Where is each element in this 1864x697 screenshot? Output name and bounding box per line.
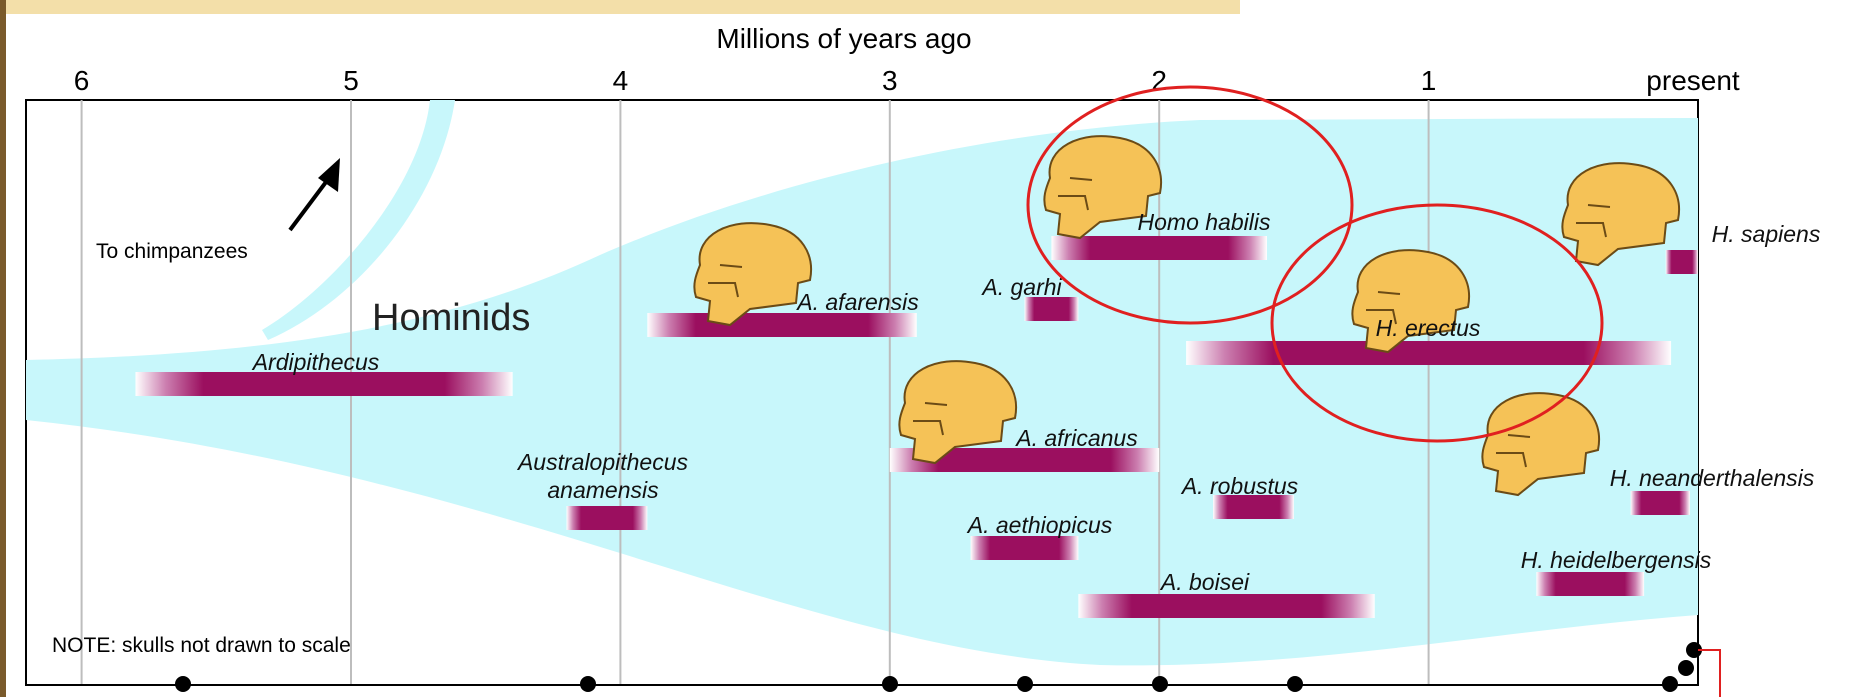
species-label: A. aethiopicus — [966, 512, 1113, 538]
species-label: A. robustus — [1180, 473, 1299, 499]
species-label: Ardipithecus — [251, 349, 380, 375]
species-bar — [1078, 594, 1374, 618]
tick-label: 6 — [74, 65, 90, 96]
species-label-line2: anamensis — [547, 477, 659, 503]
timeline-dot — [1662, 676, 1678, 692]
species-bar — [1631, 491, 1690, 515]
species-bar — [1025, 297, 1079, 321]
timeline-dot — [1678, 660, 1694, 676]
species-bar — [971, 536, 1079, 560]
chimp-label: To chimpanzees — [96, 240, 248, 263]
hominids-label: Hominids — [372, 297, 530, 339]
tick-label: 1 — [1421, 65, 1437, 96]
red-connector — [1698, 650, 1720, 697]
axis-title: Millions of years ago — [716, 23, 971, 54]
timeline-dot — [882, 676, 898, 692]
timeline-dot — [580, 676, 596, 692]
tick-label: present — [1646, 65, 1740, 96]
species-bar — [1666, 250, 1698, 274]
timeline-dot — [1152, 676, 1168, 692]
note-label: NOTE: skulls not drawn to scale — [52, 634, 351, 657]
species-label: A. afarensis — [795, 289, 919, 315]
species-label: H. neanderthalensis — [1610, 465, 1815, 491]
timeline-dot — [1287, 676, 1303, 692]
species-bar — [1051, 236, 1267, 260]
species-label: Australopithecus — [516, 449, 689, 475]
species-label: A. boisei — [1159, 569, 1250, 595]
tick-label: 5 — [343, 65, 359, 96]
species-label: A. africanus — [1014, 425, 1138, 451]
species-bar — [567, 506, 648, 530]
tick-label: 3 — [882, 65, 898, 96]
species-bar — [135, 372, 512, 396]
tick-label: 4 — [613, 65, 629, 96]
species-label: Homo habilis — [1138, 209, 1271, 235]
species-label: H. heidelbergensis — [1521, 547, 1712, 573]
timeline-dot — [1017, 676, 1033, 692]
species-bar — [1536, 572, 1644, 596]
species-label: H. sapiens — [1712, 221, 1821, 247]
species-bar — [647, 313, 916, 337]
species-label: H. erectus — [1376, 315, 1481, 341]
species-label: A. garhi — [980, 274, 1062, 300]
timeline-dot — [175, 676, 191, 692]
